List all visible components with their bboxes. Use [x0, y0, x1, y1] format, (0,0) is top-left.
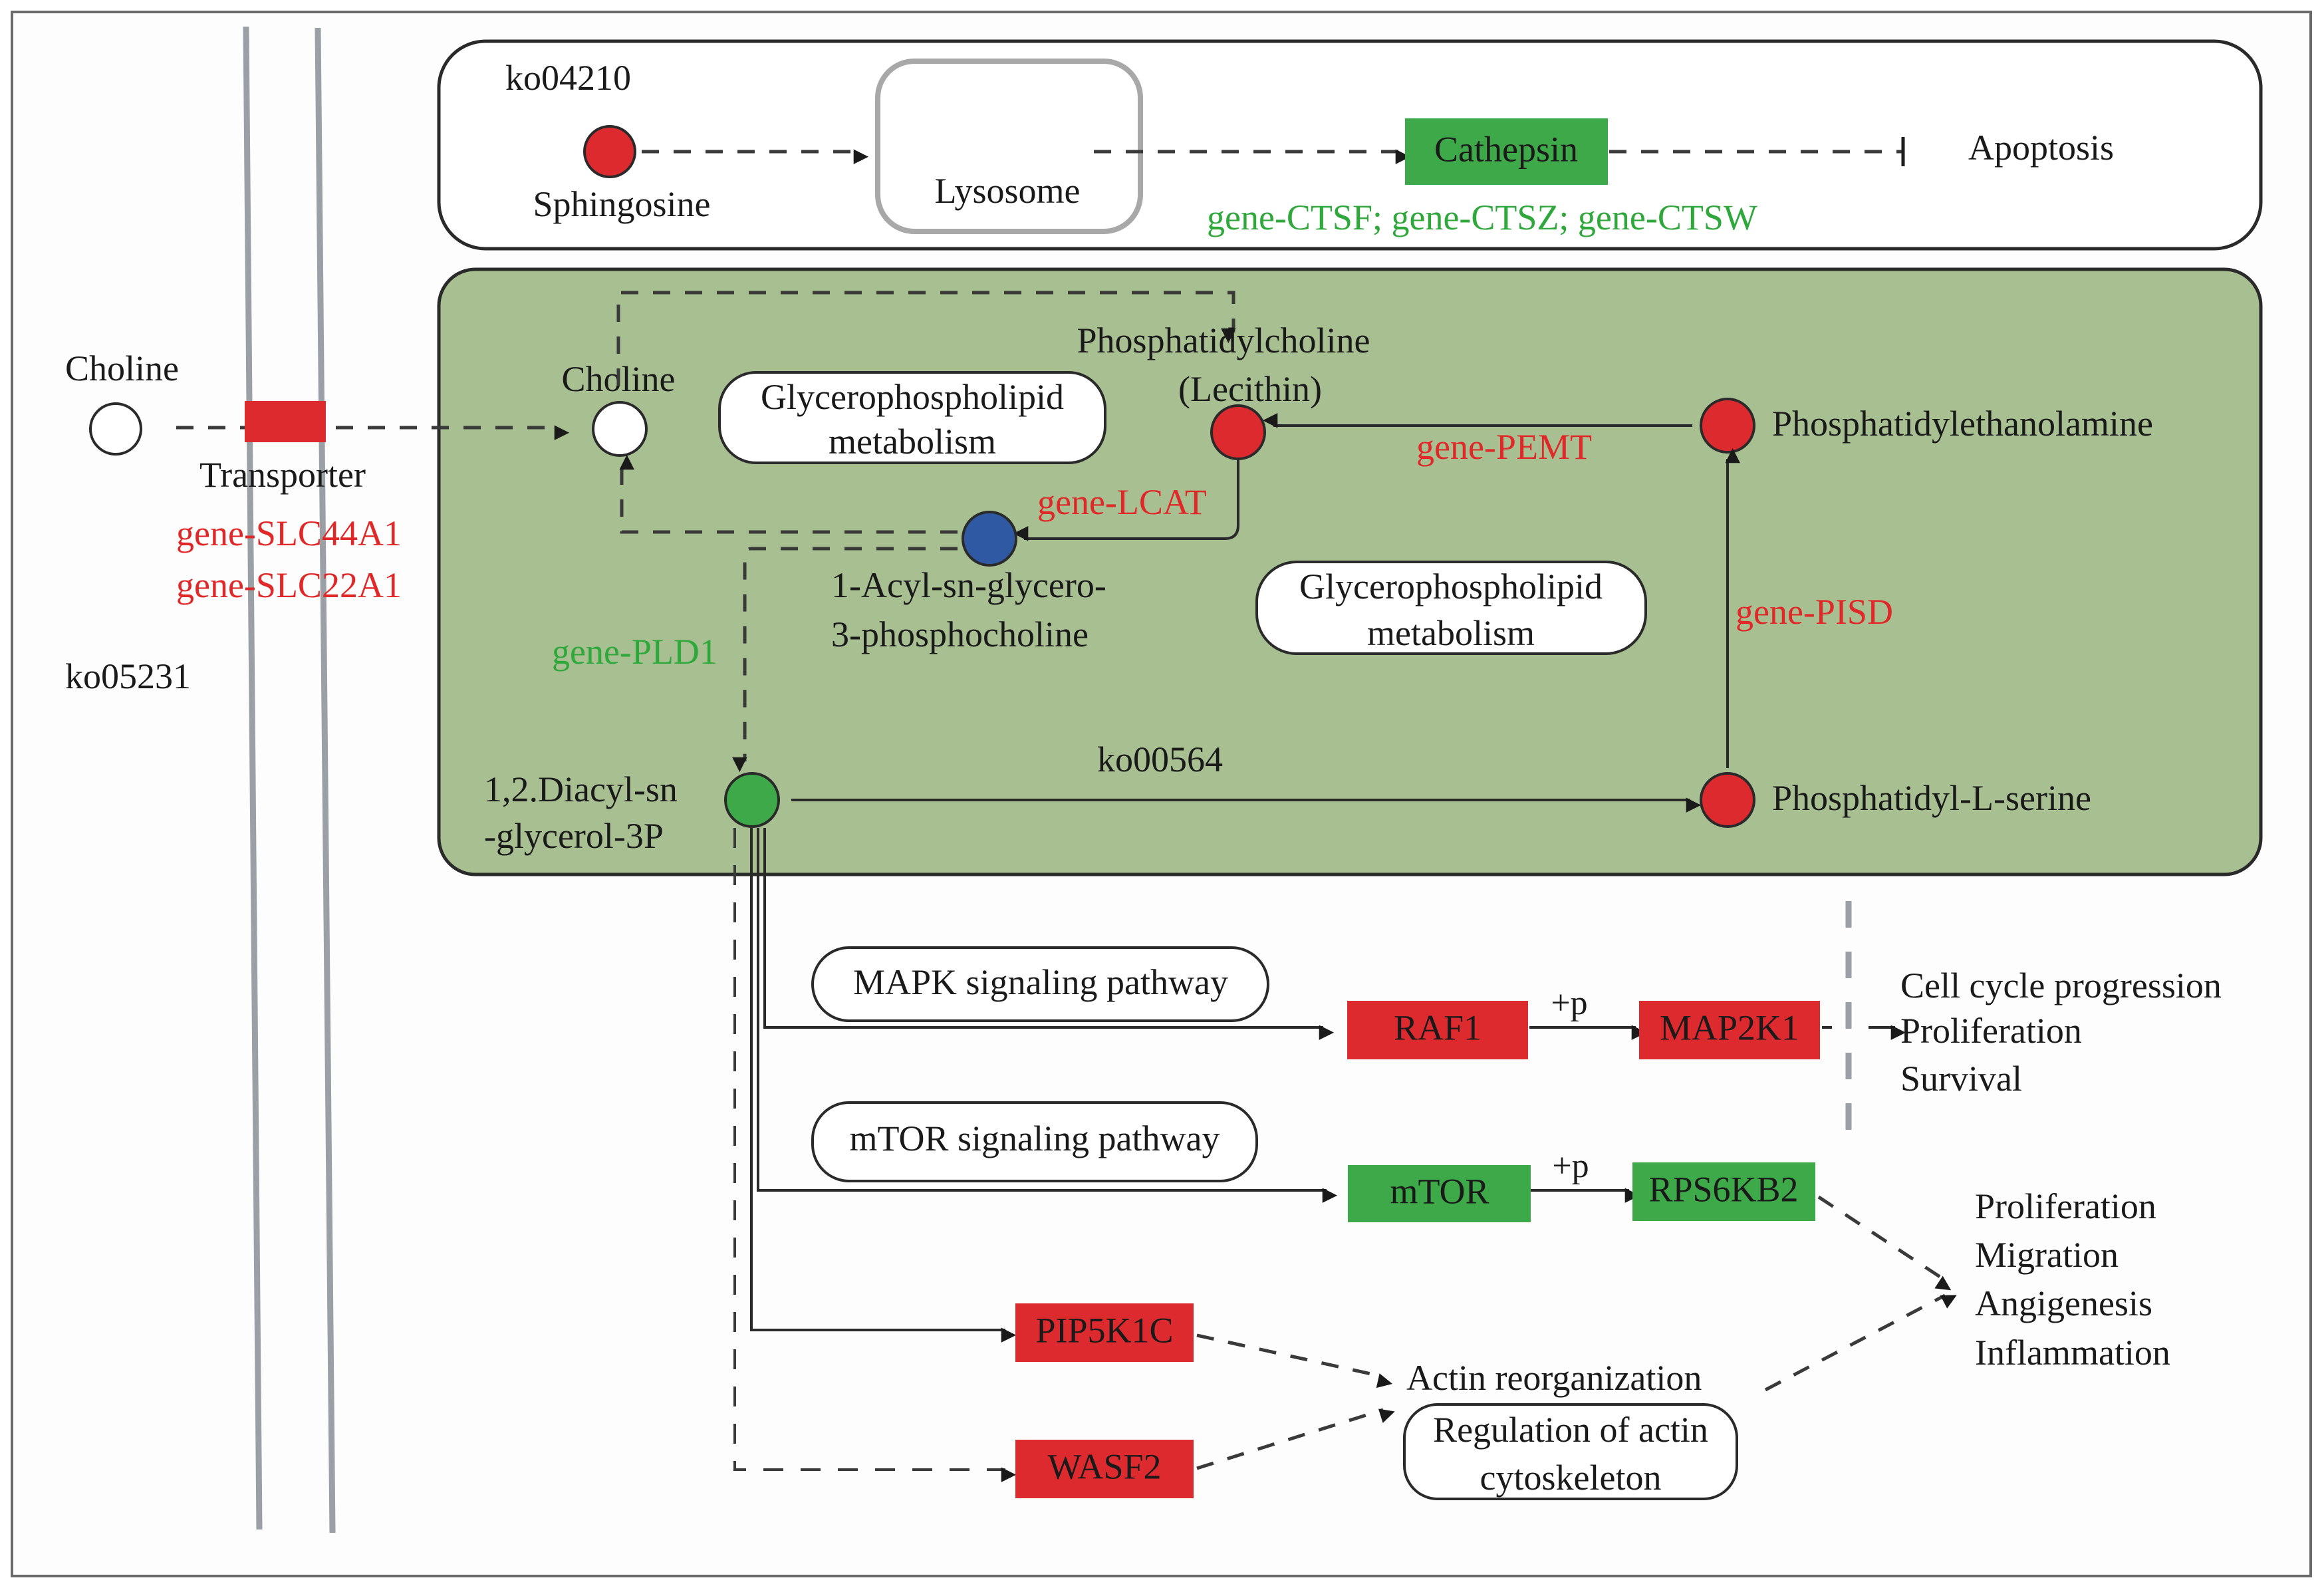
compound-phosphatidylserine[interactable] [1700, 772, 1755, 828]
actin-reorganization-label: Actin reorganization [1406, 1358, 1702, 1398]
map-link-mapk-signaling[interactable] [811, 946, 1269, 1022]
map-link-glycerophospholipid-2[interactable] [1255, 561, 1647, 655]
gene-box-cathepsin[interactable] [1405, 118, 1608, 185]
gene-pemt-label: gene-PEMT [1416, 427, 1592, 467]
edge-rps6kb2-outcomes [1817, 1195, 1952, 1291]
gene-pld1-label: gene-PLD1 [552, 632, 717, 672]
edge-actin-outcomes [1764, 1293, 1957, 1392]
map-id-ko05231[interactable]: ko05231 [65, 656, 191, 696]
rps6kb2-label: RPS6KB2 [1648, 1169, 1798, 1209]
map-link-2-line-2: metabolism [1367, 613, 1535, 653]
edge-choline-phosphatidylcholine [616, 291, 1236, 386]
dag3p-label-1: 1,2.Diacyl-sn [484, 769, 678, 809]
wasf2-label: WASF2 [1047, 1446, 1161, 1486]
map-link-mtor-signaling[interactable] [811, 1101, 1258, 1182]
cathepsin-genes-label: gene-CTSF; gene-CTSZ; gene-CTSW [1207, 198, 1757, 237]
membrane-line-inner [315, 27, 336, 1533]
choline-outside-label: Choline [65, 348, 179, 388]
map-link-actin-cytoskeleton[interactable] [1403, 1403, 1738, 1500]
map-id-ko04210[interactable]: ko04210 [505, 58, 631, 98]
map-link-1-line-1: Glycerophospholipid [761, 377, 1064, 417]
lysosome-box[interactable] [875, 59, 1143, 234]
compound-phosphatidylcholine[interactable] [1210, 404, 1266, 460]
map2k1-label: MAP2K1 [1660, 1007, 1799, 1047]
mtor-pathway-label: mTOR signaling pathway [850, 1119, 1220, 1158]
edge-dag3p-wasf2 [733, 828, 1017, 1482]
outcome-2-angiogenesis: Angigenesis [1975, 1283, 2152, 1323]
actin-map-link-line-1: Regulation of actin [1433, 1410, 1708, 1450]
acylgpc-label-1: 1-Acyl-sn-glycero- [831, 565, 1106, 605]
map-link-2-line-1: Glycerophospholipid [1299, 567, 1603, 606]
edge-dag3p-raf1 [763, 828, 1335, 1040]
edge-acylgpc-choline [619, 454, 958, 534]
compound-diacylglycerol-3p[interactable] [724, 772, 780, 828]
mapk-pathway-label: MAPK signaling pathway [853, 962, 1228, 1002]
gene-box-rps6kb2[interactable] [1632, 1162, 1815, 1221]
edge-pc-acylgpc [1013, 460, 1239, 541]
outcome-1-proliferation: Proliferation [1900, 1011, 2082, 1051]
map-id-ko00564[interactable]: ko00564 [1097, 739, 1223, 779]
outcome-2-proliferation: Proliferation [1975, 1186, 2156, 1226]
compound-acyl-glycerophosphocholine[interactable] [962, 511, 1017, 567]
dag3p-label-2: -glycerol-3P [484, 816, 664, 856]
edge-dag3p-mtor [757, 828, 1338, 1203]
compound-sphingosine[interactable] [583, 125, 636, 178]
pip5k1c-label: PIP5K1C [1035, 1310, 1173, 1350]
acylgpc-label-2: 3-phosphocholine [831, 614, 1089, 654]
compound-choline-outside[interactable] [89, 402, 142, 456]
gene-box-map2k1[interactable] [1639, 1001, 1820, 1059]
outcome-2-inflammation: Inflammation [1975, 1333, 2170, 1373]
membrane-line-outer [243, 26, 263, 1530]
sphingosine-label: Sphingosine [533, 184, 710, 224]
actin-map-link-line-2: cytoskeleton [1480, 1458, 1662, 1498]
gene-box-pip5k1c[interactable] [1015, 1303, 1194, 1362]
phosphorylation-label-raf1: +p [1551, 984, 1587, 1022]
gene-lcat-label: gene-LCAT [1037, 482, 1207, 522]
gene-slc22a1-label: gene-SLC22A1 [176, 565, 402, 605]
outcome-1-survival: Survival [1900, 1059, 2022, 1099]
edge-acylgpc-dag3p [732, 547, 958, 773]
gene-box-transporter[interactable] [245, 401, 326, 442]
gene-box-mtor[interactable] [1348, 1165, 1531, 1222]
outcome-1-cell-cycle: Cell cycle progression [1900, 966, 2222, 1005]
cathepsin-label: Cathepsin [1434, 129, 1578, 169]
gene-box-raf1[interactable] [1347, 1001, 1528, 1059]
apoptosis-label: Apoptosis [1968, 128, 2114, 168]
phosphorylation-label-mtor: +p [1552, 1147, 1589, 1185]
map-link-1-line-2: metabolism [829, 422, 996, 462]
outcome-2-migration: Migration [1975, 1235, 2119, 1275]
phosphatidylethanolamine-label: Phosphatidylethanolamine [1772, 404, 2153, 444]
edge-dag3p-pip5k1c [750, 828, 1017, 1343]
phosphatidylcholine-label-1: Phosphatidylcholine [1077, 321, 1370, 360]
phosphatidylserine-label: Phosphatidyl-L-serine [1772, 778, 2091, 818]
lysosome-label: Lysosome [934, 171, 1080, 211]
mtor-label: mTOR [1390, 1171, 1489, 1211]
compound-phosphatidylethanolamine[interactable] [1700, 398, 1755, 454]
gene-slc44a1-label: gene-SLC44A1 [176, 513, 402, 553]
gene-box-wasf2[interactable] [1015, 1440, 1194, 1498]
phosphatidylcholine-label-2: (Lecithin) [1178, 369, 1322, 409]
transporter-label: Transporter [199, 455, 366, 495]
compound-choline-inside[interactable] [592, 401, 648, 457]
map-link-glycerophospholipid-1[interactable] [718, 371, 1106, 464]
gene-pisd-label: gene-PISD [1736, 592, 1893, 632]
edge-wasf2-actin [1196, 1408, 1395, 1470]
raf1-label: RAF1 [1394, 1007, 1482, 1047]
